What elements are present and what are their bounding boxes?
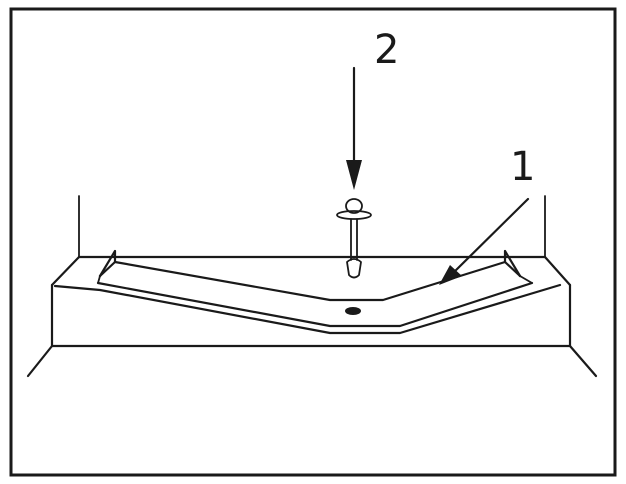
callout-label-1: 1 (510, 144, 535, 190)
callout-label-2: 2 (374, 27, 399, 73)
callout-arrow-2 (346, 66, 362, 190)
figure-frame (9, 7, 617, 477)
drain-hole (345, 307, 361, 315)
drain-tray (53, 249, 562, 335)
sink-base (26, 255, 598, 378)
callout-arrow-1 (439, 197, 530, 285)
drain-plug (336, 198, 372, 279)
cabinet-walls (78, 195, 546, 258)
